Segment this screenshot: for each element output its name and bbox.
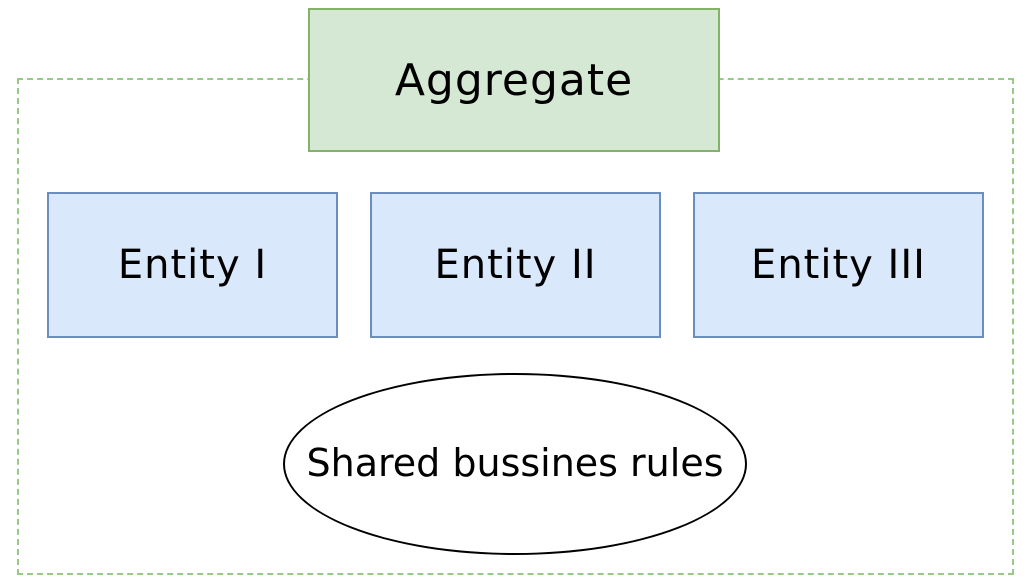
shared-business-rules-node: Shared bussines rules [283, 373, 747, 555]
entity-3-label: Entity III [751, 242, 926, 288]
entity-2-label: Entity II [434, 242, 597, 288]
entity-1-node: Entity I [47, 192, 338, 338]
entity-3-node: Entity III [693, 192, 984, 338]
entity-2-node: Entity II [370, 192, 661, 338]
entity-1-label: Entity I [117, 242, 268, 288]
shared-business-rules-label: Shared bussines rules [306, 441, 724, 486]
aggregate-node: Aggregate [308, 8, 720, 152]
aggregate-label: Aggregate [394, 54, 634, 106]
